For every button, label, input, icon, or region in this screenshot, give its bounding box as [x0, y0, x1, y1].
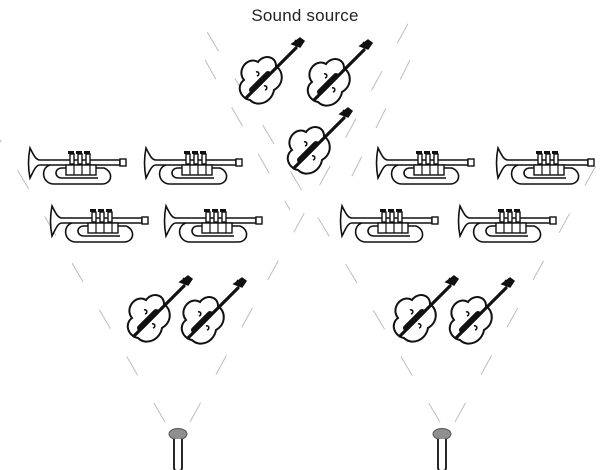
microphone-icon: [432, 427, 452, 470]
violin-icon: [394, 276, 458, 342]
left-pickup-lines: [0, 19, 411, 423]
violin-icon: [450, 278, 514, 344]
microphone-icon: [168, 427, 188, 470]
violin-icon: [288, 108, 352, 174]
trumpet-icon: [457, 205, 557, 243]
violin-icon: [182, 278, 246, 344]
violin-icon: [308, 40, 372, 106]
sound-source-title: Sound source: [251, 6, 359, 25]
trumpet-icon: [49, 205, 149, 243]
trumpet-icon: [163, 205, 263, 243]
trumpet-icon: [143, 147, 243, 185]
violin-icon: [240, 38, 304, 104]
trumpet-icon: [339, 205, 439, 243]
trumpet-icon: [375, 147, 475, 185]
trumpet-icon: [495, 147, 595, 185]
trumpet-icon: [27, 147, 127, 185]
